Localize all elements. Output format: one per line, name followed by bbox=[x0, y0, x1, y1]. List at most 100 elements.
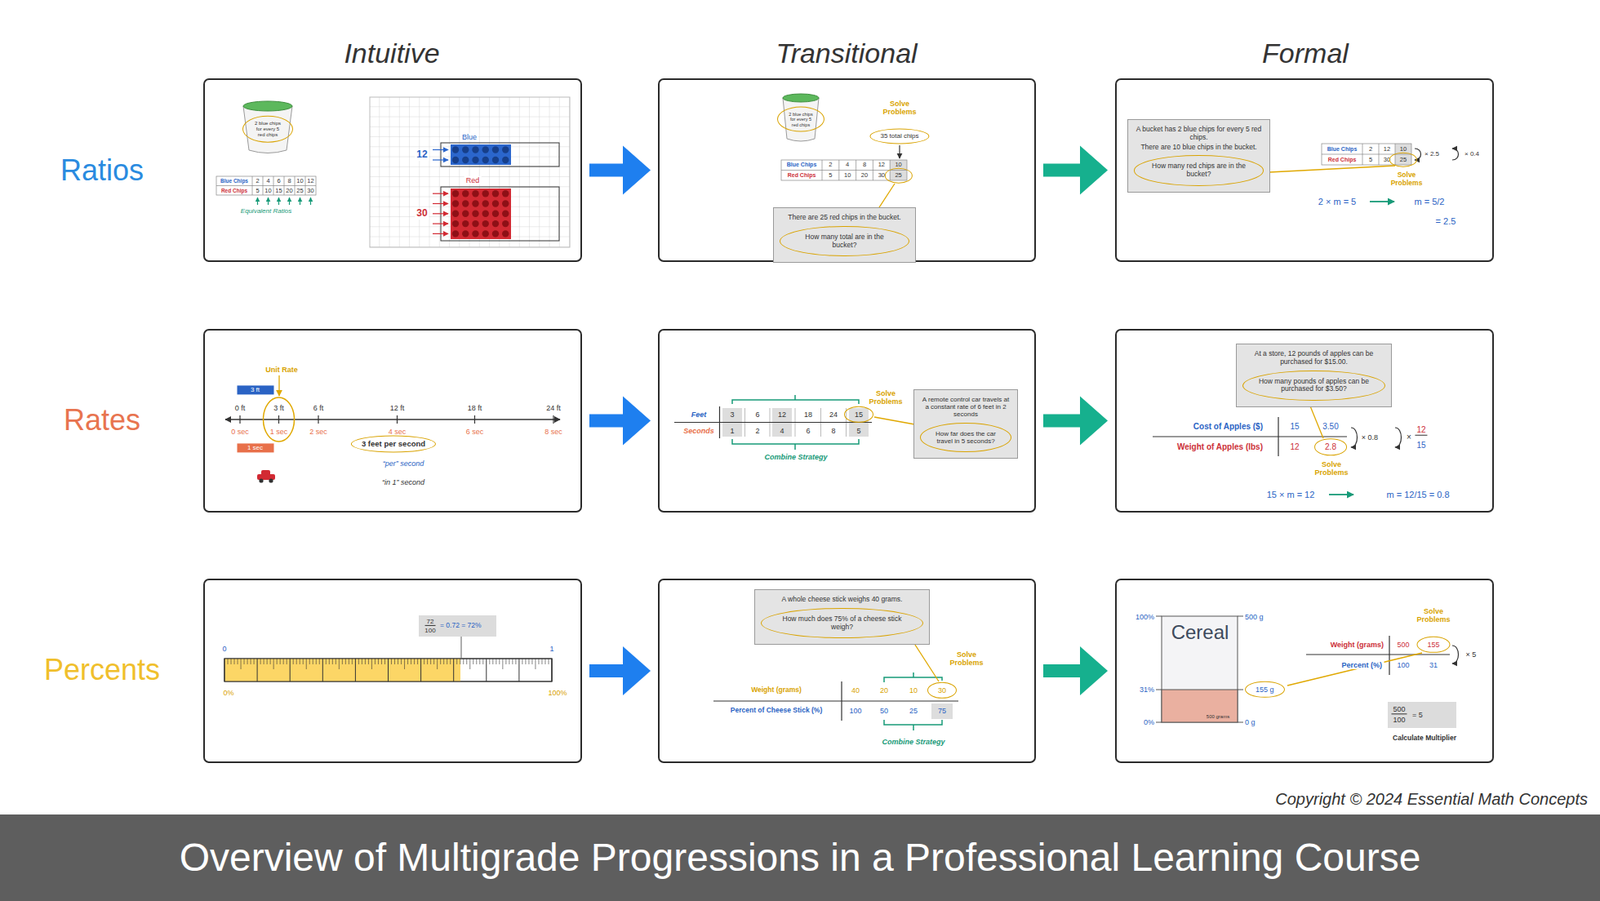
ruler-ticks bbox=[224, 658, 552, 682]
arrow-head bbox=[1080, 146, 1108, 196]
panel-text: 5 bbox=[1368, 155, 1373, 164]
percent-intuitive-art-part bbox=[283, 658, 285, 665]
ratio-formal-art-part bbox=[1452, 148, 1459, 160]
percent-intuitive-art-part bbox=[394, 658, 396, 665]
rate-intuitive-art-part bbox=[268, 478, 273, 483]
stage-panel: Unit Rate3 ft0 ft3 ft6 ft12 ft18 ft24 ft… bbox=[203, 328, 583, 513]
stage-panel: 2 blue chips for every 5 red chipsSolve … bbox=[657, 78, 1036, 263]
panel-text: 2 bbox=[755, 426, 760, 435]
ratio-intuitive-art-part bbox=[462, 156, 469, 164]
panel-text: 8 sec bbox=[544, 427, 563, 436]
ratio-formal-art-part bbox=[1253, 165, 1396, 174]
percent-intuitive-art-part bbox=[498, 658, 500, 665]
panel-text: 100 bbox=[848, 706, 862, 716]
percent-intuitive-art-part bbox=[270, 658, 272, 665]
panel-text: 6 bbox=[276, 177, 280, 186]
rate-intuitive-art-part bbox=[225, 418, 560, 420]
calc-box: 72100= 0.72 = 72% bbox=[418, 615, 497, 637]
panel-text: 20 bbox=[285, 186, 293, 195]
question-text: How many total are in the bucket? bbox=[779, 226, 910, 258]
percent-intuitive-art-part bbox=[335, 658, 337, 665]
percent-intuitive-art-part bbox=[482, 658, 484, 665]
ratio-intuitive-art-part bbox=[492, 200, 499, 207]
panel-text: 10 bbox=[264, 186, 272, 195]
panel-text: 25 bbox=[884, 168, 912, 184]
percent-intuitive-art-part bbox=[257, 658, 258, 682]
percent-transitional-art-part bbox=[884, 672, 943, 731]
panel-text: 0 bbox=[222, 644, 227, 654]
percent-intuitive-art-part bbox=[338, 658, 340, 670]
percent-intuitive-art-part bbox=[413, 658, 415, 665]
percent-intuitive-art-part bbox=[426, 658, 428, 665]
panel-text: Equivalent Ratios bbox=[240, 207, 292, 215]
percent-intuitive-art-part bbox=[224, 658, 461, 682]
panel-text: 10 bbox=[844, 172, 851, 180]
ratio-intuitive-art-part bbox=[243, 106, 293, 154]
ratio-intuitive-art-part bbox=[482, 230, 489, 237]
panel-text: 3 feet per second bbox=[351, 435, 436, 454]
ratio-transitional-art-part bbox=[781, 160, 907, 181]
percent-intuitive-art-part bbox=[227, 658, 229, 665]
column-heading: Intuitive bbox=[343, 37, 440, 70]
panel-text: 25 bbox=[909, 706, 918, 716]
panel-text: Red bbox=[464, 176, 482, 185]
panel-text: 500 g bbox=[1244, 613, 1264, 622]
panel-text: Solve Problems bbox=[1383, 171, 1430, 188]
ratio-transitional-art-part bbox=[781, 160, 907, 181]
ratio-intuitive-art-part bbox=[452, 146, 459, 153]
percent-intuitive-art-part bbox=[371, 658, 373, 670]
percent-intuitive-art-part bbox=[348, 658, 350, 665]
percent-intuitive-art-part bbox=[547, 658, 549, 665]
panel-text: 31% bbox=[1139, 685, 1155, 694]
column-heading: Formal bbox=[1262, 37, 1349, 70]
ratio-formal-art-part bbox=[1414, 148, 1422, 160]
panel-text: 12 bbox=[1289, 442, 1299, 453]
rate-intuitive-art bbox=[225, 375, 560, 484]
stage-panel: Solve ProblemsWeight (grams)40201030Perc… bbox=[657, 578, 1036, 764]
panel-text: 24 bbox=[829, 409, 838, 418]
panel-text: 5 bbox=[828, 172, 832, 180]
panel-text: 4 bbox=[845, 161, 849, 169]
rate-formal-art-part bbox=[1152, 417, 1347, 457]
ratio-intuitive-art-part bbox=[267, 197, 269, 205]
progress-arrow bbox=[589, 646, 651, 696]
panel-text: 0 ft bbox=[235, 404, 246, 413]
ratio-intuitive-art-part bbox=[482, 220, 489, 227]
panel-text: Blue Chips bbox=[220, 177, 249, 184]
panel-text: 18 bbox=[804, 409, 813, 418]
percent-intuitive-art-part bbox=[544, 658, 546, 665]
percent-intuitive-art-part bbox=[446, 658, 448, 665]
ratio-intuitive-art-part bbox=[471, 210, 479, 218]
percent-intuitive-art-part bbox=[479, 658, 480, 665]
ratio-intuitive-art-part bbox=[492, 190, 499, 197]
panel-text: 2 bbox=[1368, 145, 1373, 153]
panel-text: 6 ft bbox=[313, 404, 325, 413]
percent-intuitive-art-part bbox=[485, 658, 487, 682]
percent-intuitive-art-part bbox=[381, 658, 383, 665]
panel-text: Solve Problems bbox=[862, 389, 909, 407]
ratio-intuitive-art-part bbox=[462, 220, 469, 227]
percent-formal-art-part bbox=[1452, 645, 1459, 664]
panel-text: 12 bbox=[414, 149, 429, 161]
percent-intuitive-art-part bbox=[322, 658, 324, 682]
progress-arrow bbox=[1043, 646, 1108, 696]
percent-intuitive-art bbox=[224, 636, 552, 682]
ratio-intuitive-art-part bbox=[432, 203, 449, 205]
panel-text: Blue bbox=[460, 133, 479, 142]
ratio-intuitive-art-part bbox=[502, 210, 509, 218]
ratio-intuitive-art-part bbox=[471, 146, 479, 153]
panel-text: 2 blue chips for every 5 red chips bbox=[777, 106, 825, 133]
rate-transitional-art-part bbox=[874, 417, 920, 426]
percent-intuitive-art-part bbox=[469, 658, 471, 670]
panel-text: Blue Chips bbox=[1327, 145, 1358, 152]
stage-panel: 010%100%72100= 0.72 = 72% bbox=[203, 578, 583, 764]
percent-intuitive-art-part bbox=[443, 658, 445, 665]
panel-text: 40 bbox=[851, 686, 860, 695]
rate-intuitive-art-part bbox=[261, 470, 271, 476]
ratio-intuitive-art-part bbox=[299, 197, 301, 205]
panel-text: 3 ft bbox=[273, 404, 285, 413]
percent-intuitive-art-part bbox=[449, 658, 451, 665]
percent-intuitive-art-part bbox=[387, 658, 389, 682]
ratio-intuitive-art-part bbox=[492, 220, 499, 227]
ratio-intuitive-art-part bbox=[462, 230, 469, 237]
